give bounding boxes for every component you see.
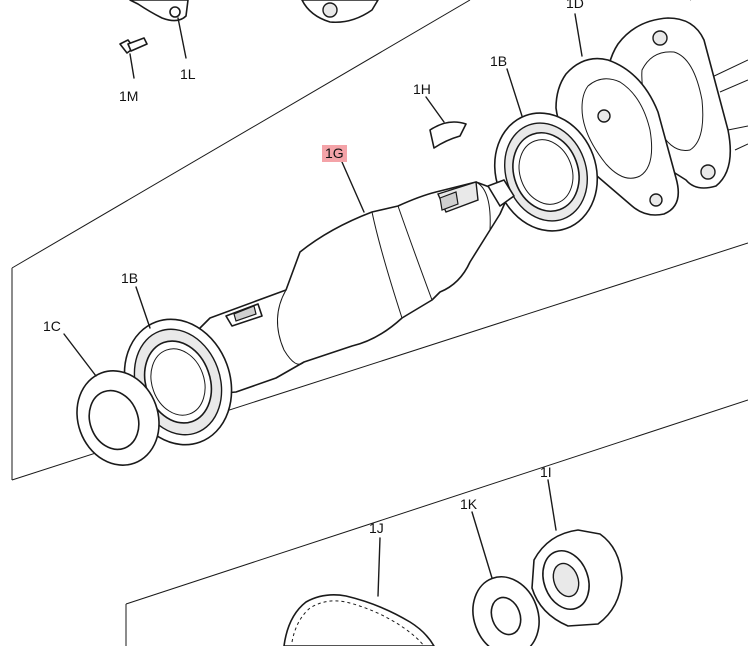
assembly-frame-lower — [125, 399, 748, 646]
part-1M-bolt — [119, 37, 148, 79]
part-1K-washer — [472, 576, 540, 646]
label-1D: 1D — [566, 0, 584, 11]
part-1J-gear — [283, 594, 435, 646]
label-1B-lower: 1B — [121, 270, 138, 286]
part-1C-seal — [76, 370, 160, 466]
cover-edge-line-2 — [719, 79, 748, 93]
label-1M: 1M — [119, 88, 138, 104]
cover-edge-line — [709, 59, 748, 79]
part-1I-nut — [531, 529, 623, 627]
label-1J: 1J — [369, 520, 384, 536]
label-1B-upper: 1B — [490, 53, 507, 69]
part-1D-gasket — [555, 57, 680, 216]
label-1I: 1I — [540, 464, 552, 480]
label-1L: 1L — [180, 66, 196, 82]
leader-lines — [63, 13, 583, 597]
highlight-1G — [322, 145, 347, 162]
housing-fragment — [301, 0, 379, 24]
label-1C: 1C — [43, 318, 61, 334]
part-1G-shaft — [197, 179, 515, 395]
cover-edge-line-3 — [734, 143, 748, 151]
part-1L-flange — [129, 0, 189, 59]
label-1G[interactable]: 1G — [325, 145, 344, 161]
label-1H: 1H — [413, 81, 431, 97]
part-1B-bearing-upper — [493, 112, 599, 232]
part-1H-key — [429, 121, 467, 149]
label-1K: 1K — [460, 496, 478, 512]
